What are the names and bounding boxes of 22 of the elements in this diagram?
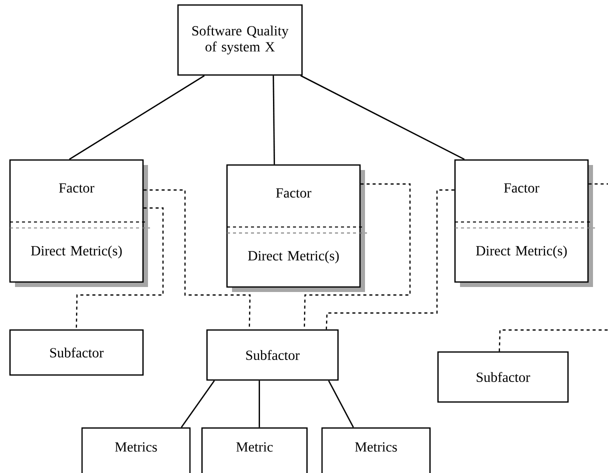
connector-line: [300, 75, 465, 160]
metric-box: Metrics: [81, 427, 191, 473]
connector-line: [180, 380, 215, 428]
connector-line: [328, 380, 354, 428]
subfactor-box: Subfactor: [9, 329, 144, 376]
metric-box: Metrics: [321, 427, 431, 473]
dashed-connector: [498, 329, 608, 352]
dashed-connector: [304, 183, 411, 330]
factor-box: Factor Direct Metric(s): [226, 164, 368, 292]
dashed-connector: [76, 207, 164, 330]
metric-box: Metric: [201, 427, 308, 473]
connector-line: [69, 75, 205, 160]
subfactor-box: Subfactor: [437, 351, 569, 403]
factor-box: Factor Direct Metric(s): [9, 159, 150, 287]
factor-box: Factor Direct Metric(s): [454, 159, 596, 287]
connector-line: [258, 380, 260, 428]
quality-box: Software Quality of system X: [177, 4, 303, 76]
dashed-connector: [144, 189, 251, 330]
connector-line: [272, 76, 275, 164]
subfactor-box: Subfactor: [206, 329, 339, 381]
dashed-connector: [326, 189, 454, 330]
dashed-connector: [588, 183, 608, 185]
